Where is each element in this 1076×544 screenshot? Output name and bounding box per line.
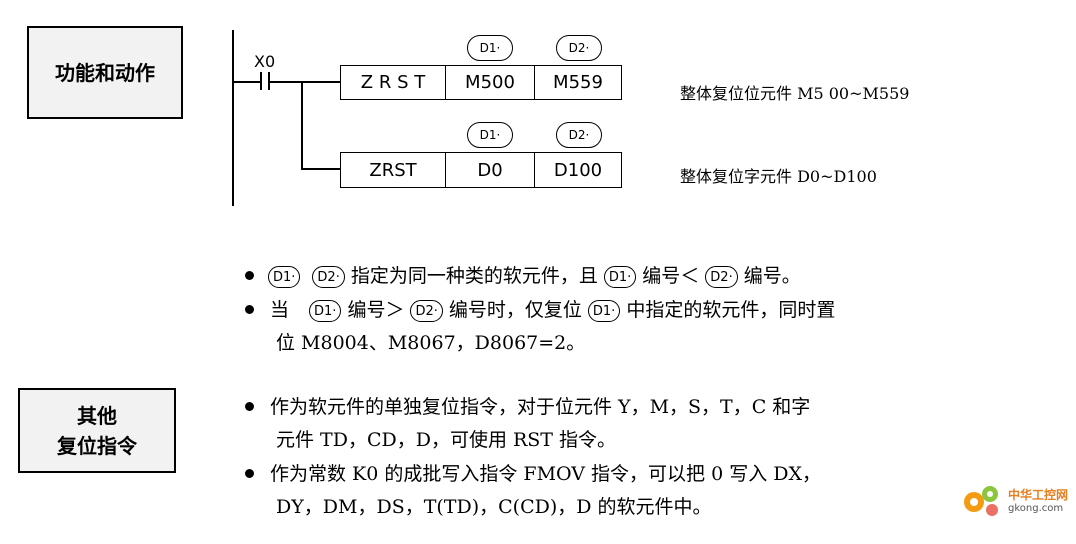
rung1-operand-d2: M559 bbox=[534, 65, 622, 100]
d1-symbol: D1· bbox=[603, 266, 637, 288]
contact-x0-label: X0 bbox=[254, 52, 276, 71]
watermark-brand: 中华工控网 bbox=[1007, 488, 1068, 502]
rung1-instruction: Z R S T bbox=[340, 65, 446, 100]
rung2-d1-tag: D1· bbox=[467, 122, 513, 148]
d1-symbol: D1· bbox=[268, 266, 301, 288]
watermark-domain: gkong.com bbox=[1007, 503, 1064, 514]
contact-left-bar bbox=[260, 72, 262, 90]
section2-title-line1: 其他 bbox=[77, 403, 117, 428]
branch-vertical bbox=[301, 81, 303, 169]
rung2-operand-d1: D0 bbox=[445, 152, 535, 188]
rung2-wire bbox=[301, 168, 340, 170]
rung1-wire-b bbox=[269, 81, 340, 83]
bullet-2-line2: 位 M8004、M8067，D8067=2。 bbox=[276, 332, 586, 354]
bullet-1-text-a: 指定为同一种类的软元件，且 bbox=[350, 265, 598, 287]
gear-logo-icon bbox=[963, 486, 998, 516]
other-reset-instructions-label: 其他 复位指令 bbox=[18, 388, 176, 473]
d2-symbol: D2· bbox=[312, 266, 345, 288]
d1-symbol: D1· bbox=[309, 300, 342, 322]
bullet-1-text-c: 编号。 bbox=[743, 265, 801, 287]
gkong-watermark: 中华工控网 gkong.com bbox=[958, 480, 1068, 520]
bullet-2-text-a: 编号＞ bbox=[347, 299, 405, 321]
bullet-dot bbox=[245, 401, 254, 411]
bullet-3-line2: 元件 TD，CD，D，可使用 RST 指令。 bbox=[276, 429, 617, 451]
section2-title-line2: 复位指令 bbox=[57, 433, 137, 458]
rung2-note: 整体复位字元件 D0~D100 bbox=[680, 167, 877, 186]
bullet-2-text-b: 编号时，仅复位 bbox=[448, 299, 582, 321]
contact-right-bar bbox=[268, 72, 270, 90]
rung1-d2-tag: D2· bbox=[556, 35, 602, 61]
rung1-note: 整体复位位元件 M5 00~M559 bbox=[680, 84, 910, 103]
d1-symbol: D1· bbox=[587, 300, 621, 322]
bullet-dot bbox=[245, 304, 254, 314]
function-and-action-label: 功能和动作 bbox=[27, 26, 183, 119]
bullet-dot bbox=[245, 270, 254, 280]
rung1-d1-tag: D1· bbox=[467, 35, 513, 61]
rung1-operand-d1: M500 bbox=[445, 65, 535, 100]
left-power-rail bbox=[232, 30, 234, 206]
bullet-3: 作为软元件的单独复位指令，对于位元件 Y，M，S，T，C 和字 bbox=[245, 391, 810, 424]
rung2-operand-d2: D100 bbox=[534, 152, 622, 188]
bullet-2-text-c: 中指定的软元件，同时置 bbox=[626, 299, 836, 321]
bullet-1-text-b: 编号＜ bbox=[642, 265, 700, 287]
d2-symbol: D2· bbox=[705, 266, 738, 288]
bullet-dot bbox=[245, 468, 254, 478]
rung2-instruction: ZRST bbox=[340, 152, 446, 188]
rung1-wire-a bbox=[232, 81, 260, 83]
bullet-4: 作为常数 K0 的成批写入指令 FMOV 指令，可以把 0 写入 DX， bbox=[245, 458, 821, 491]
bullet-2-lead: 当 bbox=[270, 299, 290, 321]
rung2-d2-tag: D2· bbox=[556, 122, 602, 148]
bullet-4-line1: 作为常数 K0 的成批写入指令 FMOV 指令，可以把 0 写入 DX， bbox=[270, 463, 822, 485]
d2-symbol: D2· bbox=[410, 300, 443, 322]
bullet-4-line2: DY，DM，DS，T(TD)，C(CD)，D 的软元件中。 bbox=[276, 496, 712, 518]
bullet-3-line1: 作为软元件的单独复位指令，对于位元件 Y，M，S，T，C 和字 bbox=[270, 396, 811, 418]
